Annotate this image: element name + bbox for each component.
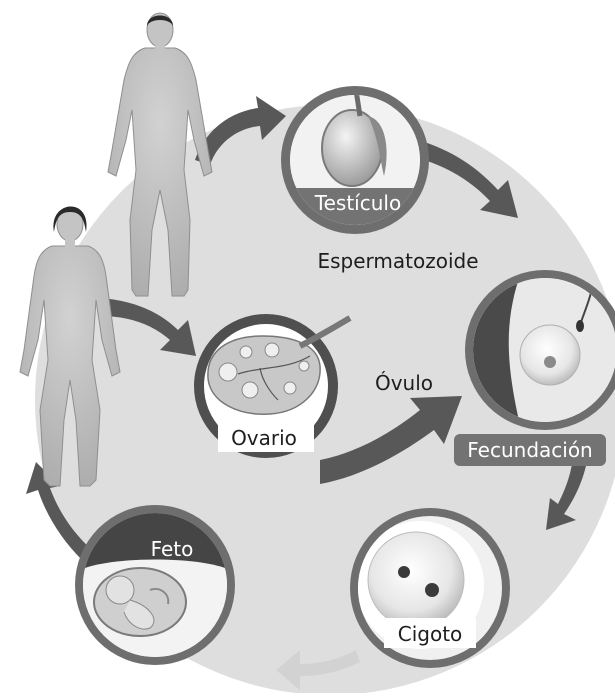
testicle-label: Testículo [314,191,401,215]
fetus-icon [94,568,186,636]
fetus-label: Feto [151,537,194,561]
sperm-label: Espermatozoide [317,249,478,273]
fertilization-label: Fecundación [467,438,592,462]
zygote-icon [368,532,464,628]
zygote-label: Cigoto [398,622,463,646]
testicle-stage: Testículo [281,86,429,234]
ovary-label: Ovario [231,426,297,450]
fetus-stage: Feto [75,505,235,665]
zygote-stage: Cigoto [350,508,510,668]
ovum-label: Óvulo [375,371,433,395]
egg-cell-icon [520,325,580,385]
